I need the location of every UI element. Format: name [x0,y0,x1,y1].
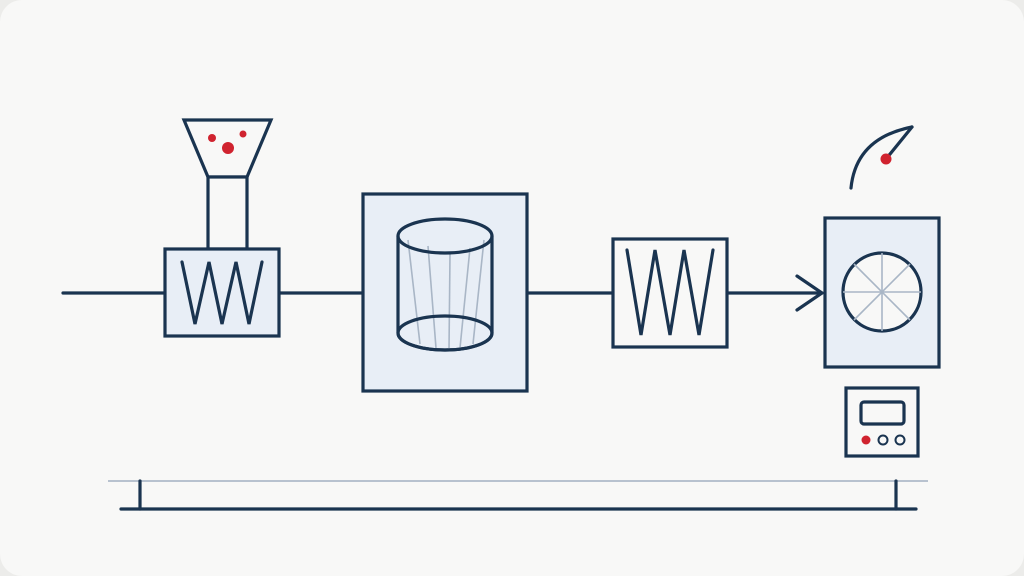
fan-icon [841,251,923,333]
base-rail [108,479,928,511]
particle-dot [208,134,216,142]
zigzag-coil-icon [625,248,715,336]
particle-dot [222,142,234,154]
fan-blades [843,253,921,331]
cylinder-icon [396,217,494,352]
particle-dot [239,130,247,138]
cylinder-top [396,217,494,255]
gauge-needle [884,125,914,161]
control-knob[interactable] [894,434,906,446]
process-pipes [61,274,825,312]
hopper-neck [206,175,249,251]
cylinder-bottom [396,314,494,352]
control-panel-box [844,386,920,458]
pressure-gauge [849,125,914,190]
control-panel [844,386,920,458]
fan-unit [823,216,941,369]
feed-hopper [181,118,274,251]
flow-arrow-icon [795,274,825,312]
gauge-icon [849,125,914,190]
gauge-pivot [880,153,892,165]
control-knob[interactable] [877,434,889,446]
zigzag-coil-icon [180,260,264,325]
filter-strands [407,239,485,351]
display-screen [859,400,906,426]
heat-exchanger [611,237,729,349]
preheater [163,247,281,338]
indicator-light [861,435,871,445]
filter-vessel [361,192,529,393]
